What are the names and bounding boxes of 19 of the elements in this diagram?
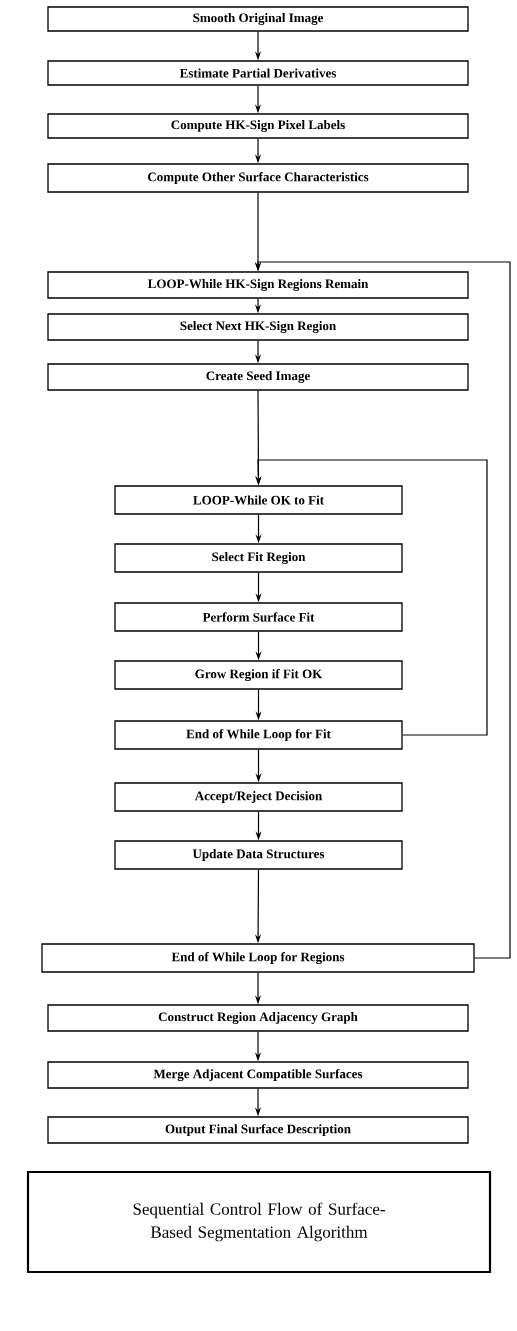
process-box: Grow Region if Fit OK (114, 660, 403, 690)
process-box: Select Fit Region (114, 543, 403, 573)
process-box: Create Seed Image (47, 363, 469, 391)
process-box: Construct Region Adjacency Graph (47, 1004, 469, 1032)
process-box: Compute Other Surface Characteristics (47, 163, 469, 193)
process-box: Compute HK-Sign Pixel Labels (47, 113, 469, 139)
process-box: Accept/Reject Decision (114, 782, 403, 812)
process-box: Smooth Original Image (47, 6, 469, 32)
process-box: Output Final Surface Description (47, 1116, 469, 1144)
process-box: Merge Adjacent Compatible Surfaces (47, 1061, 469, 1089)
process-box: End of While Loop for Regions (41, 943, 475, 973)
process-box: End of While Loop for Fit (114, 720, 403, 750)
process-box: LOOP-While OK to Fit (114, 485, 403, 515)
process-box: LOOP-While HK-Sign Regions Remain (47, 271, 469, 299)
caption-box: Sequential Control Flow of Surface-Based Segmentation Algorithm (26, 1170, 492, 1274)
process-box: Estimate Partial Derivatives (47, 60, 469, 86)
process-box: Select Next HK-Sign Region (47, 313, 469, 341)
process-box: Perform Surface Fit (114, 602, 403, 632)
process-box: Update Data Structures (114, 840, 403, 870)
